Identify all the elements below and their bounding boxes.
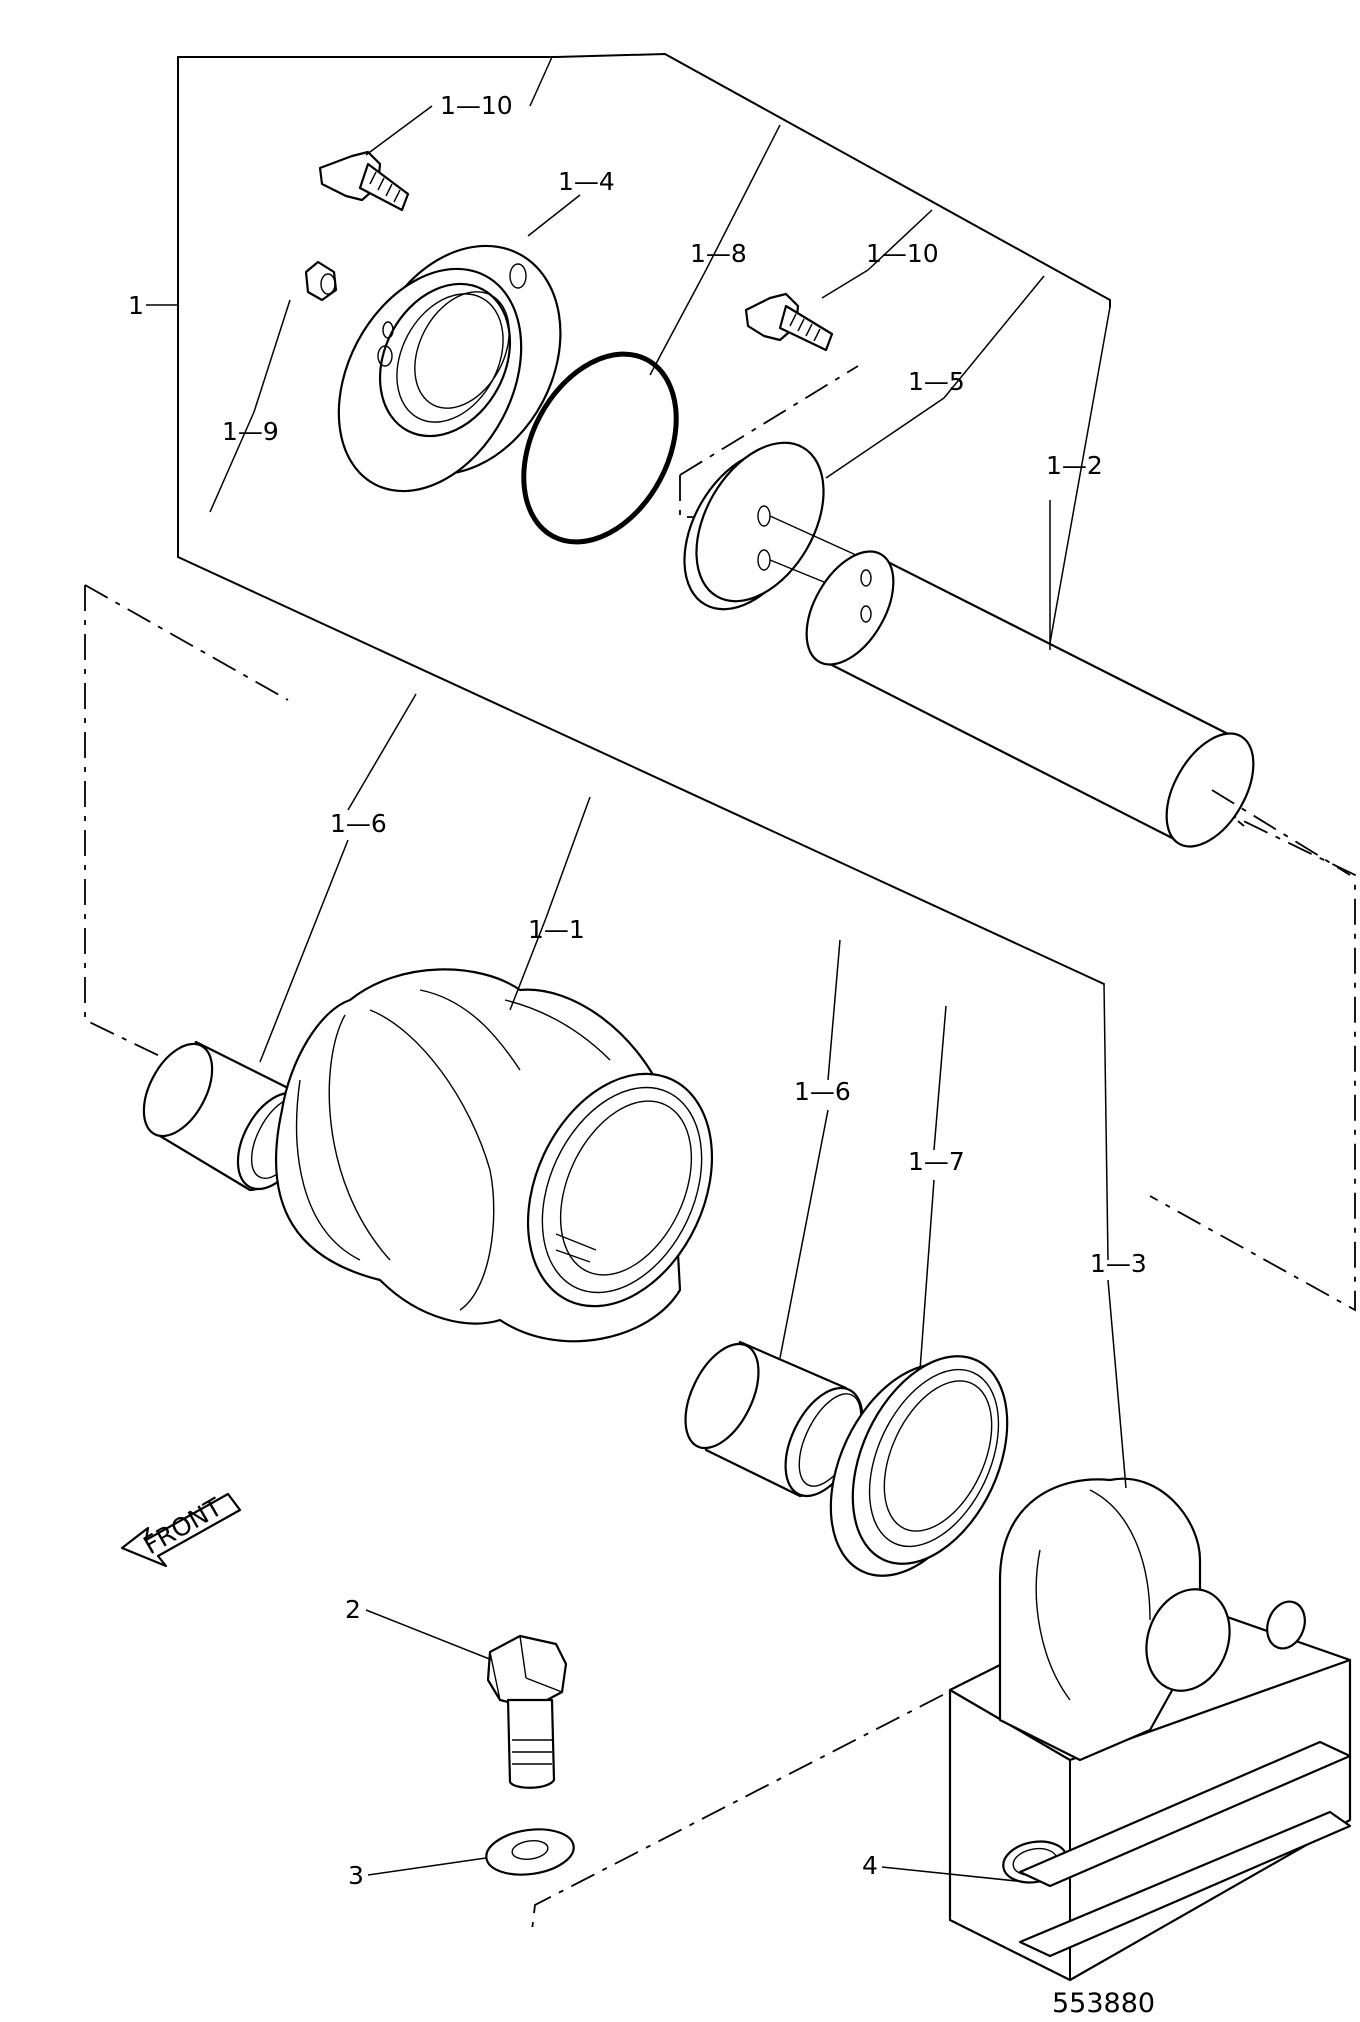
bolt-1-10-right bbox=[744, 292, 834, 352]
callout-1-6-right: 1—6 bbox=[794, 1077, 851, 1106]
floating-seal-1-7 bbox=[829, 1355, 1009, 1577]
callout-1-8: 1—8 bbox=[690, 239, 747, 268]
assembly-bracket bbox=[146, 53, 1111, 1261]
front-direction-arrow: FRONT bbox=[120, 1492, 242, 1568]
callout-4: 4 bbox=[862, 1851, 878, 1880]
callout-labels: 1 1—10 1—4 1—8 1—10 1—5 1—9 1—2 1—6 1—1 … bbox=[128, 91, 1147, 1890]
shim-4 bbox=[1018, 1740, 1352, 1958]
roller-1-1 bbox=[274, 968, 714, 1343]
callout-1-1: 1—1 bbox=[528, 915, 585, 944]
callout-1-6-left: 1—6 bbox=[330, 809, 387, 838]
callout-1-3: 1—3 bbox=[1090, 1249, 1147, 1278]
bolt-1-10-left bbox=[318, 150, 410, 212]
callout-1-5: 1—5 bbox=[908, 367, 965, 396]
callout-1: 1 bbox=[128, 291, 144, 320]
callout-1-9: 1—9 bbox=[222, 417, 279, 446]
collar-1-4 bbox=[337, 244, 562, 493]
plug-1-9 bbox=[304, 260, 338, 302]
bushing-1-6-right bbox=[684, 1340, 864, 1498]
shaft-1-2 bbox=[805, 550, 1351, 876]
callout-1-2: 1—2 bbox=[1046, 451, 1103, 480]
drawing-number: 553880 bbox=[1052, 1988, 1155, 2019]
callout-1-10-right: 1—10 bbox=[866, 239, 939, 268]
washer-3 bbox=[485, 1828, 575, 1876]
callout-1-4: 1—4 bbox=[558, 167, 615, 196]
callout-1-7: 1—7 bbox=[908, 1147, 965, 1176]
callout-leaders bbox=[209, 56, 1127, 1883]
bolt-2 bbox=[486, 1634, 568, 1789]
callout-1-10-left: 1—10 bbox=[440, 91, 513, 120]
plate-1-5 bbox=[683, 441, 857, 611]
callout-3: 3 bbox=[348, 1861, 364, 1890]
o-ring-1-8 bbox=[521, 351, 679, 545]
callout-2: 2 bbox=[345, 1595, 361, 1624]
front-arrow-label: FRONT bbox=[139, 1492, 228, 1560]
